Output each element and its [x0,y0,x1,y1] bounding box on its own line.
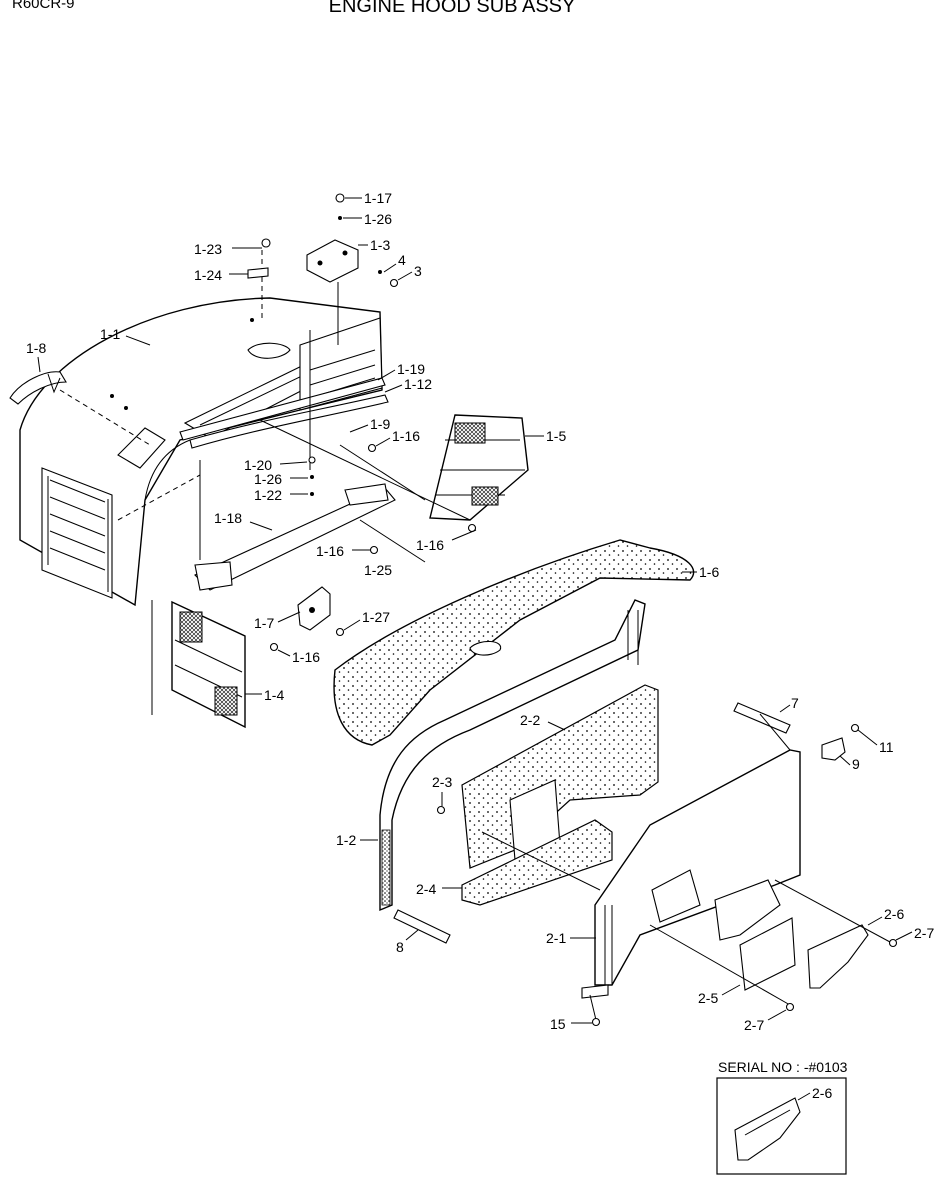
callout-label: 2-4 [416,881,436,897]
callout-label: 1-12 [404,376,432,392]
callout-label: 1-16 [416,537,444,553]
callout-label: 2-3 [432,774,452,790]
front-grille-lower [151,600,246,729]
gas-springs [393,702,791,944]
seal-strips [179,377,389,449]
callout-label: 1-6 [699,564,719,580]
model-label: R60CR-9 [12,0,75,12]
callout-label: 1-19 [397,361,425,377]
callout-label: 2-5 [698,990,718,1006]
callout-label: 1-24 [194,267,222,283]
callout-label: 7 [791,695,799,711]
callout-label: 1-8 [26,340,46,356]
callout-label: 1-25 [364,562,392,578]
callout-label: 1-20 [244,457,272,473]
callout-labels: 1-17 1-26 1-3 1-23 4 3 1-24 1-1 1-8 1-19… [26,190,934,1033]
callout-label: 1-26 [254,471,282,487]
grab-handle [9,371,151,446]
callout-label: 3 [414,263,422,279]
callout-label: 1-27 [362,609,390,625]
callout-label: 1-23 [194,241,222,257]
callout-label: 2-2 [520,712,540,728]
callout-label: 1-9 [370,416,390,432]
side-grille-upper [429,414,529,521]
page-title: ENGINE HOOD SUB ASSY [329,0,576,17]
callout-label: 8 [396,939,404,955]
callout-label: 2-1 [546,930,566,946]
callout-label: 15 [550,1016,566,1032]
callout-label: 1-2 [336,832,356,848]
callout-label: 1-16 [292,649,320,665]
hood-latch [297,586,331,631]
callout-label: 1-3 [370,237,390,253]
callout-label: 1-5 [546,428,566,444]
callout-label: 1-1 [100,326,120,342]
callout-label: 1-17 [364,190,392,206]
side-panel-frame [581,749,801,999]
callout-label: 1-26 [364,211,392,227]
insulation-pad-lower [461,819,613,906]
support-bracket [194,483,426,591]
callout-label: 1-18 [214,510,242,526]
callout-label: 1-4 [264,687,284,703]
callout-label: 9 [852,756,860,772]
serial-inset: SERIAL NO : -#0103 2-6 [716,1059,848,1175]
callout-label: 1-22 [254,487,282,503]
callout-label: 1-16 [392,428,420,444]
serial-label: SERIAL NO : -#0103 [718,1059,848,1075]
callout-label: 2-6 [884,906,904,922]
cover-plates [739,917,869,991]
spring-bracket [821,737,846,761]
insulation-pad-upper [461,684,659,869]
insulation-panel [333,539,695,746]
callout-label: 1-7 [254,615,274,631]
callout-label: 1-16 [316,543,344,559]
callout-label: 4 [398,252,406,268]
top-bracket [306,239,359,345]
callout-label: 2-7 [744,1017,764,1033]
callout-label: 2-7 [914,925,934,941]
inset-part-label: 2-6 [812,1085,832,1101]
fasteners [247,193,898,1027]
hood-side-frame [379,599,646,912]
callout-label: 11 [879,739,894,755]
assembly-lines [117,250,891,1021]
